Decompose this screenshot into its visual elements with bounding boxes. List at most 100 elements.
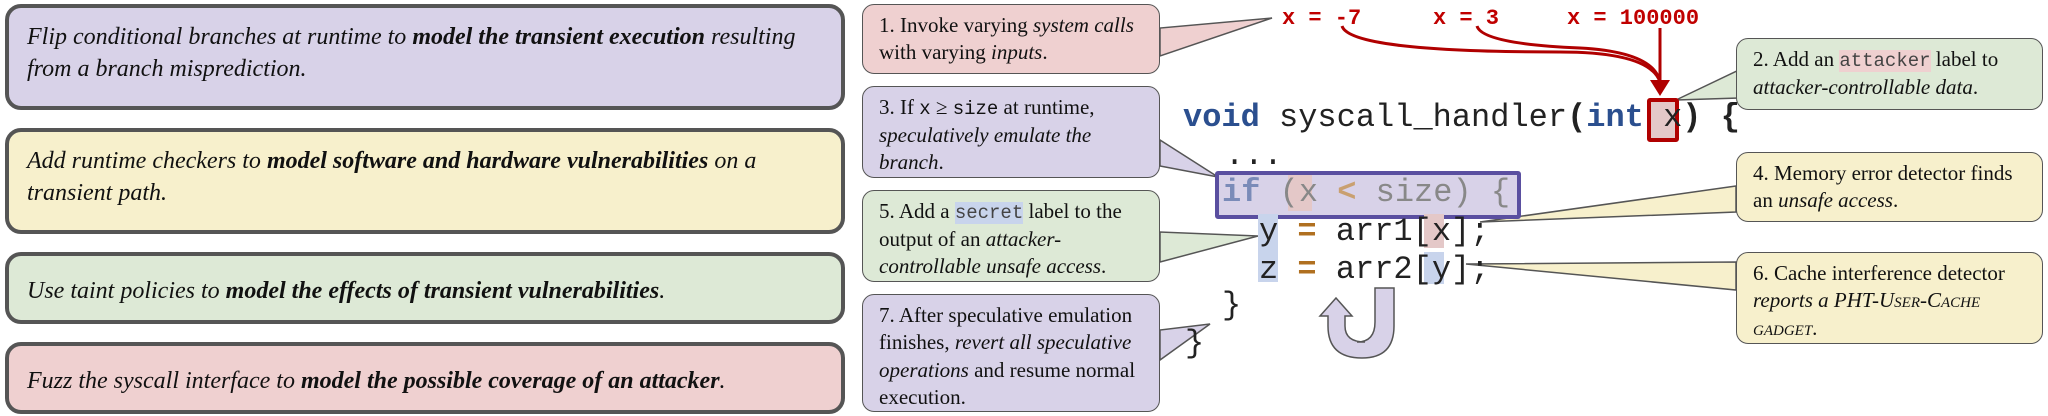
callout-text: 1. Invoke varying bbox=[879, 13, 1033, 37]
arg-x: x bbox=[1663, 99, 1683, 136]
callout-text: 3. If bbox=[879, 95, 920, 119]
summary-text-post: . bbox=[659, 278, 666, 304]
callout-memory-error: 4. Memory error detector finds an unsafe… bbox=[1736, 152, 2043, 222]
code-line-z: z = arr2[y]; bbox=[1259, 254, 1489, 286]
callout-italic: inputs bbox=[990, 40, 1043, 65]
summary-text-bold: model software and hardware vulnerabilit… bbox=[266, 148, 709, 174]
callout-italic: revert all speculative operations bbox=[879, 330, 1132, 382]
summary-text-post: on a transient path. bbox=[27, 148, 757, 207]
op-lt: < bbox=[1337, 174, 1357, 211]
arr1-access: arr1[ bbox=[1316, 213, 1432, 250]
x-code: x bbox=[919, 98, 931, 120]
callout-italic: unsafe access bbox=[1778, 188, 1893, 213]
callout-text: ≥ bbox=[930, 95, 953, 119]
arr2-index: y bbox=[1431, 251, 1452, 288]
revert-arrow-icon bbox=[1318, 287, 1395, 359]
callout-text: label to bbox=[1930, 47, 1999, 71]
input-arrow-2 bbox=[1475, 25, 1662, 83]
summary-text-bold: model the effects of transient vulnerabi… bbox=[225, 278, 660, 304]
op-assign: = bbox=[1297, 251, 1317, 288]
size-code: size bbox=[952, 98, 999, 120]
callout-text: . bbox=[1892, 188, 1899, 213]
arr1-index: x bbox=[1431, 213, 1452, 250]
callout-text: . bbox=[1042, 40, 1048, 65]
attacker-label-code: attacker bbox=[1839, 50, 1931, 72]
callout-6-pointer bbox=[1465, 261, 1737, 291]
paren-close: ) { bbox=[1682, 99, 1740, 136]
summary-text-bold: model the possible coverage of an attack… bbox=[300, 368, 720, 394]
gadget-name: PHT-User-Cache gadget bbox=[1753, 288, 1981, 340]
callout-text: label to the output of an bbox=[879, 199, 1122, 251]
callout-text: 4. Memory error detector finds an bbox=[1753, 161, 2013, 213]
summary-text-pre: Use taint policies to bbox=[27, 278, 226, 304]
arr1-close: ]; bbox=[1451, 213, 1490, 250]
input-value-2: x = 3 bbox=[1433, 6, 1500, 31]
summary-box-checkers: Add runtime checkers to model software a… bbox=[5, 128, 845, 234]
callout-text: . bbox=[1972, 74, 1979, 99]
callout-text: 7. After speculative emulation finishes, bbox=[879, 303, 1133, 355]
paren-open: ( bbox=[1567, 99, 1587, 136]
callout-italic: attacker-controllable unsafe access bbox=[879, 226, 1102, 278]
if-x-highlight bbox=[1288, 175, 1312, 211]
summary-box-fuzz: Fuzz the syscall interface to model the … bbox=[5, 342, 845, 414]
input-arrow-1 bbox=[1340, 25, 1662, 83]
code-line-dots: ... bbox=[1225, 137, 1283, 174]
callout-cache-interference: 6. Cache interference detector reports a… bbox=[1736, 252, 2043, 344]
callout-italic: attacker-controllable data bbox=[1753, 74, 1973, 99]
callout-text: with varying bbox=[879, 40, 991, 65]
callout-1-pointer bbox=[1159, 17, 1273, 58]
y-secret-highlight bbox=[1258, 214, 1278, 282]
arg-highlight bbox=[1647, 98, 1679, 142]
arrow-head-icon bbox=[1650, 80, 1670, 96]
summary-text-bold: model the transient execution bbox=[412, 24, 705, 50]
input-value-1: x = -7 bbox=[1282, 6, 1362, 31]
summary-box-taint: Use taint policies to model the effects … bbox=[5, 252, 845, 324]
if-open: ( bbox=[1260, 174, 1299, 211]
callout-attacker-label: 2. Add an attacker label to attacker-con… bbox=[1736, 38, 2043, 110]
keyword-void: void bbox=[1183, 99, 1260, 136]
callout-text: . bbox=[938, 149, 944, 174]
arr2-access: arr2[ bbox=[1316, 251, 1432, 288]
arr2-y-highlight bbox=[1424, 252, 1444, 284]
code-line-signature: void syscall_handler(int x) { bbox=[1183, 102, 1740, 134]
callout-text: 6. Cache interference detector bbox=[1753, 261, 2005, 285]
callout-invoke-syscalls: 1. Invoke varying system calls with vary… bbox=[862, 4, 1160, 74]
callout-7-pointer bbox=[1159, 323, 1211, 362]
if-size: size) { bbox=[1356, 174, 1511, 211]
function-name: syscall_handler bbox=[1259, 99, 1568, 136]
op-assign: = bbox=[1297, 213, 1317, 250]
callout-italic: reports a bbox=[1753, 288, 1829, 313]
var-y: y bbox=[1259, 213, 1279, 250]
summary-text-post: resulting from a branch misprediction. bbox=[27, 24, 796, 83]
summary-box-branch: Flip conditional branches at runtime to … bbox=[5, 4, 845, 110]
callout-secret-label: 5. Add a secret label to the output of a… bbox=[862, 190, 1160, 282]
arr1-x-highlight bbox=[1424, 214, 1444, 248]
code-brace-outer: } bbox=[1185, 325, 1205, 362]
callout-revert-speculative: 7. After speculative emulation finishes,… bbox=[862, 294, 1160, 412]
secret-label-code: secret bbox=[954, 202, 1024, 224]
input-value-3: x = 100000 bbox=[1567, 6, 1700, 31]
if-x: x bbox=[1298, 174, 1319, 211]
callout-italic: system calls bbox=[1032, 13, 1134, 37]
callout-text: . bbox=[1101, 253, 1107, 278]
code-line-y: y = arr1[x]; bbox=[1259, 216, 1489, 248]
callout-text: 2. Add an bbox=[1753, 47, 1840, 71]
callout-italic: speculatively emulate the branch bbox=[879, 122, 1092, 174]
summary-text-pre: Fuzz the syscall interface to bbox=[27, 368, 301, 394]
callout-text: and resume normal execution. bbox=[879, 357, 1136, 409]
callout-2-pointer bbox=[1675, 68, 1740, 101]
code-brace-inner: } bbox=[1222, 287, 1242, 324]
callout-text: 5. Add a bbox=[879, 199, 955, 223]
var-z: z bbox=[1259, 251, 1279, 288]
callout-5-pointer bbox=[1159, 231, 1259, 263]
callout-3-pointer bbox=[1159, 138, 1219, 178]
summary-text-post: . bbox=[719, 368, 726, 394]
callout-text: at runtime, bbox=[998, 95, 1095, 119]
if-line-box bbox=[1215, 171, 1521, 219]
callout-speculative-emulate: 3. If x ≥ size at runtime, speculatively… bbox=[862, 86, 1160, 178]
callout-text: . bbox=[1812, 315, 1818, 340]
arr2-close: ]; bbox=[1451, 251, 1490, 288]
summary-text-pre: Flip conditional branches at runtime to bbox=[27, 24, 413, 50]
keyword-if: if bbox=[1222, 174, 1261, 211]
